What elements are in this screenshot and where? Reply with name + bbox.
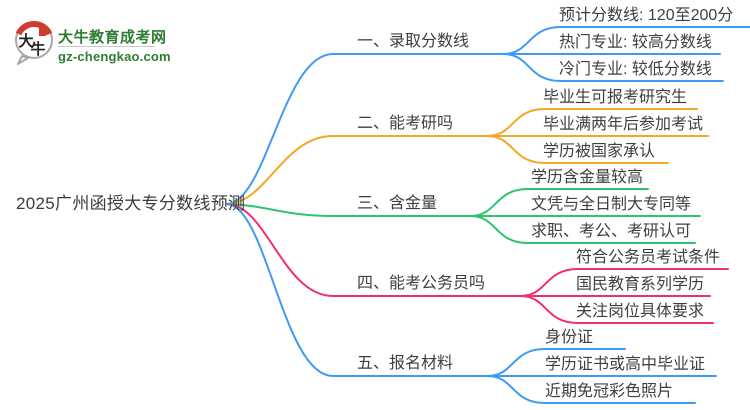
fork-curve-bottom <box>486 375 696 404</box>
branch-label-1: 一、录取分数线 <box>357 33 470 50</box>
leaf-label: 身份证 <box>545 329 594 346</box>
leaf-label: 学历证书或高中毕业证 <box>545 356 706 373</box>
root-curve <box>226 135 334 205</box>
branch-3-lines <box>226 188 701 244</box>
site-name: 大牛教育成考网 <box>58 29 167 46</box>
fork-curve-bottom <box>519 295 714 324</box>
site-domain: gz-chengkao.com <box>58 49 171 64</box>
logo-divider <box>58 46 155 47</box>
leaf-label: 毕业满两年后参加考试 <box>543 116 704 133</box>
root-curve <box>226 203 334 217</box>
logo-char-da: 大 <box>18 32 33 50</box>
branch-label-2: 二、能考研吗 <box>357 115 454 132</box>
root-curve <box>226 53 334 205</box>
branch-2-lines <box>226 108 709 205</box>
leaf-label: 预计分数线: 120至200分 <box>559 7 734 24</box>
logo-char-niu: 牛 <box>30 40 45 58</box>
branch-label-5: 五、报名材料 <box>357 355 454 372</box>
leaf-label: 国民教育系列学历 <box>576 276 705 293</box>
leaf-label: 热门专业: 较高分数线 <box>559 34 712 51</box>
fork-curve-top <box>486 108 698 137</box>
leaf-label: 近期免冠彩色照片 <box>545 383 674 400</box>
leaf-label: 求职、考公、考研认可 <box>531 223 692 240</box>
root-curve <box>226 203 334 297</box>
branch-4-lines <box>226 203 729 324</box>
leaf-label: 符合公务员考试条件 <box>576 249 721 266</box>
leaf-label: 冷门专业: 较低分数线 <box>559 61 712 78</box>
fork-curve-bottom <box>502 53 724 82</box>
root-curve <box>226 203 334 377</box>
branch-1-lines <box>226 26 750 205</box>
leaf-label: 学历被国家承认 <box>543 143 656 160</box>
leaf-label: 文凭与全日制大专同等 <box>531 196 692 213</box>
leaf-label: 毕业生可报考研究生 <box>543 89 688 106</box>
leaf-label: 学历含金量较高 <box>531 169 644 186</box>
branch-label-4: 四、能考公务员吗 <box>357 275 486 292</box>
fork-curve-bottom <box>486 135 669 164</box>
logo-bull-icon: 大 牛 <box>15 20 53 65</box>
fork-curve-bottom <box>469 215 696 244</box>
branch-5-lines <box>226 203 717 404</box>
leaf-label: 关注岗位具体要求 <box>576 303 705 320</box>
site-logo: 大 牛 大牛教育成考网 gz-chengkao.com <box>12 18 222 68</box>
branch-label-3: 三、含金量 <box>357 195 438 212</box>
fork-curve-top <box>502 26 750 55</box>
fork-curve-top <box>486 348 626 377</box>
fork-curve-top <box>469 188 649 217</box>
fork-curve-top <box>519 268 729 297</box>
root-topic: 2025广州函授大专分数线预测 <box>16 194 246 213</box>
